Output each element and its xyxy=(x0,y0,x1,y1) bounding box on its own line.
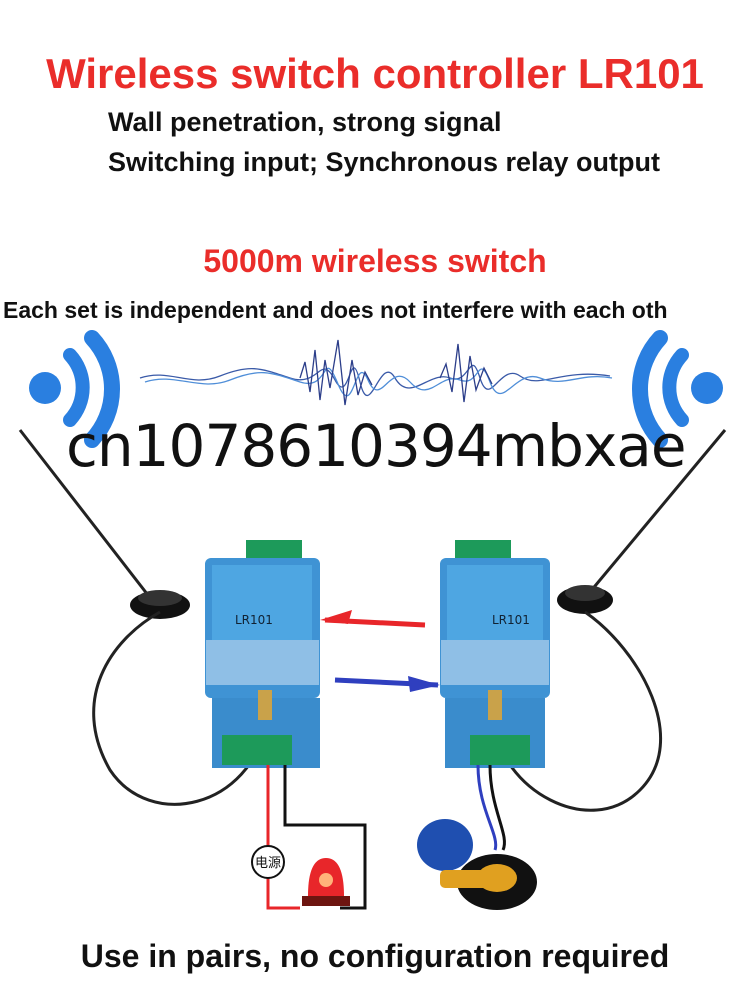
signal-waveform xyxy=(139,339,613,406)
right-controller-device: LR101 xyxy=(440,540,550,768)
bottom-caption: Use in pairs, no configuration required xyxy=(80,938,670,974)
left-controller-device: LR101 xyxy=(205,540,320,768)
power-wiring xyxy=(266,765,367,910)
range-heading: 5000m wireless switch xyxy=(203,243,547,279)
watermark-text: cn1078610394mbxae xyxy=(66,412,687,480)
wifi-signal-icon xyxy=(29,330,121,448)
power-source-label: 电源 xyxy=(251,845,285,879)
page-title: Wireless switch controller LR101 xyxy=(46,50,704,97)
antenna-icon xyxy=(491,429,727,812)
feature-line-2: Switching input; Synchronous relay outpu… xyxy=(108,147,660,177)
sensor-wiring xyxy=(476,764,506,851)
alarm-light-icon xyxy=(302,858,350,906)
svg-text:LR101: LR101 xyxy=(235,613,273,627)
wifi-signal-icon xyxy=(631,330,723,448)
svg-text:LR101: LR101 xyxy=(492,613,530,627)
arrow-right-icon xyxy=(334,676,440,692)
arrow-left-icon xyxy=(320,610,426,628)
svg-text:电源: 电源 xyxy=(255,856,281,871)
antenna-icon xyxy=(18,429,270,806)
product-illustration: LR101 LR101 电源 xyxy=(18,330,727,910)
float-switch-icon xyxy=(417,819,537,910)
feature-line-1: Wall penetration, strong signal xyxy=(108,107,502,137)
independence-text: Each set is independent and does not int… xyxy=(3,297,668,323)
